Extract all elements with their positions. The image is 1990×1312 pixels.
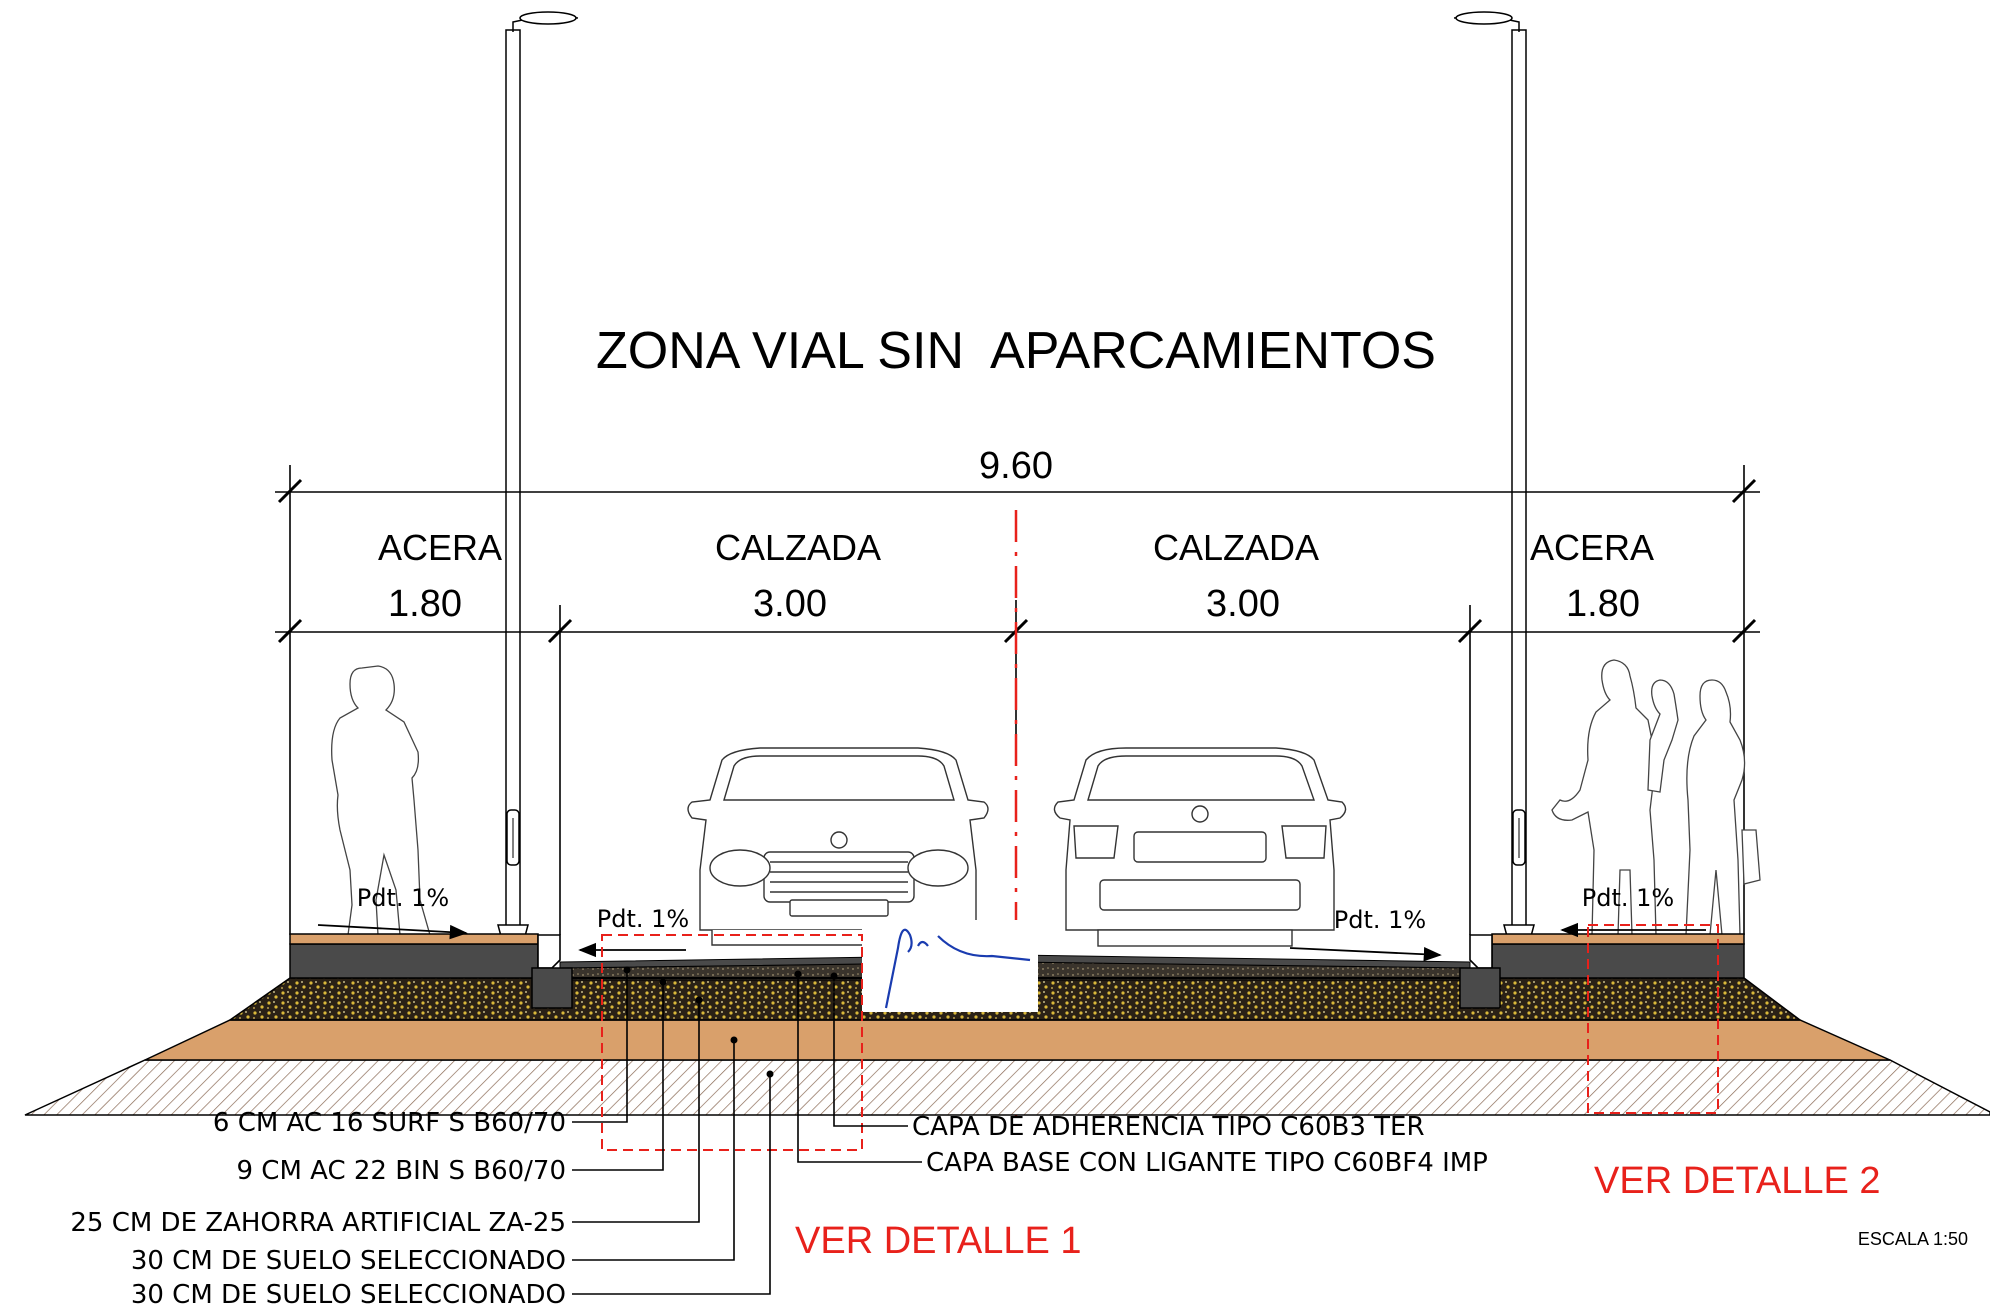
signature-box	[862, 920, 1038, 1012]
section-name-calzada-left: CALZADA	[715, 527, 881, 568]
section-width-calzada-right: 3.00	[1206, 583, 1280, 625]
pedestrian-left-figure	[331, 665, 431, 936]
layer-leader-lines	[572, 970, 922, 1295]
curb-right	[1469, 934, 1493, 969]
layer-label-surface: 6 CM AC 16 SURF S B60/70	[213, 1108, 566, 1138]
detail-1-label: VER DETALLE 1	[795, 1220, 1082, 1262]
detail-1-box	[601, 934, 863, 1151]
sidewalk-left-surface	[289, 933, 539, 945]
leader-dots	[623, 966, 838, 1078]
section-width-acera-right: 1.80	[1566, 583, 1640, 625]
curb-left	[537, 934, 561, 969]
layer-label-zahorra: 25 CM DE ZAHORRA ARTIFICIAL ZA-25	[70, 1208, 566, 1238]
signature-scribble	[884, 928, 1031, 1009]
street-light-right	[1453, 11, 1535, 941]
street-light-left	[497, 11, 579, 941]
coat-label-base-ligante: CAPA BASE CON LIGANTE TIPO C60BF4 IMP	[926, 1148, 1488, 1178]
layer-label-subgrade-2: 30 CM DE SUELO SELECCIONADO	[131, 1280, 566, 1310]
slope-label-road-right: Pdt. 1%	[1334, 906, 1426, 934]
curb-right-footing	[1459, 967, 1501, 1009]
detail-2-label: VER DETALLE 2	[1594, 1160, 1881, 1202]
coat-label-adherencia: CAPA DE ADHERENCIA TIPO C60B3 TER	[912, 1112, 1425, 1142]
section-name-calzada-right: CALZADA	[1153, 527, 1319, 568]
page-title: ZONA VIAL SIN APARCAMIENTOS	[596, 322, 1436, 380]
slope-arrows	[317, 922, 1706, 962]
pedestrian-group-right-figure	[1551, 659, 1761, 936]
subgrade-layer-1	[144, 1019, 1891, 1061]
section-width-acera-left: 1.80	[388, 583, 462, 625]
car-rear-view	[1053, 747, 1347, 947]
sidewalk-right-surface	[1491, 933, 1745, 945]
section-name-acera-right: ACERA	[1530, 527, 1654, 568]
subgrade-layer-2	[24, 1059, 1990, 1116]
section-name-acera-left: ACERA	[378, 527, 502, 568]
sidewalk-left-base	[289, 943, 539, 979]
detail-2-box	[1587, 924, 1719, 1114]
layer-label-binder: 9 CM AC 22 BIN S B60/70	[236, 1156, 566, 1186]
total-width-value: 9.60	[979, 445, 1053, 487]
curb-left-footing	[531, 967, 573, 1009]
car-front-view	[687, 747, 989, 946]
sidewalk-right-base	[1491, 943, 1745, 979]
scale-label: ESCALA 1:50	[1858, 1229, 1968, 1249]
slope-label-sidewalk-left: Pdt. 1%	[357, 884, 449, 912]
slope-label-sidewalk-right: Pdt. 1%	[1582, 884, 1674, 912]
layer-label-subgrade-1: 30 CM DE SUELO SELECCIONADO	[131, 1246, 566, 1276]
section-width-calzada-left: 3.00	[753, 583, 827, 625]
slope-label-road-left: Pdt. 1%	[597, 905, 689, 933]
